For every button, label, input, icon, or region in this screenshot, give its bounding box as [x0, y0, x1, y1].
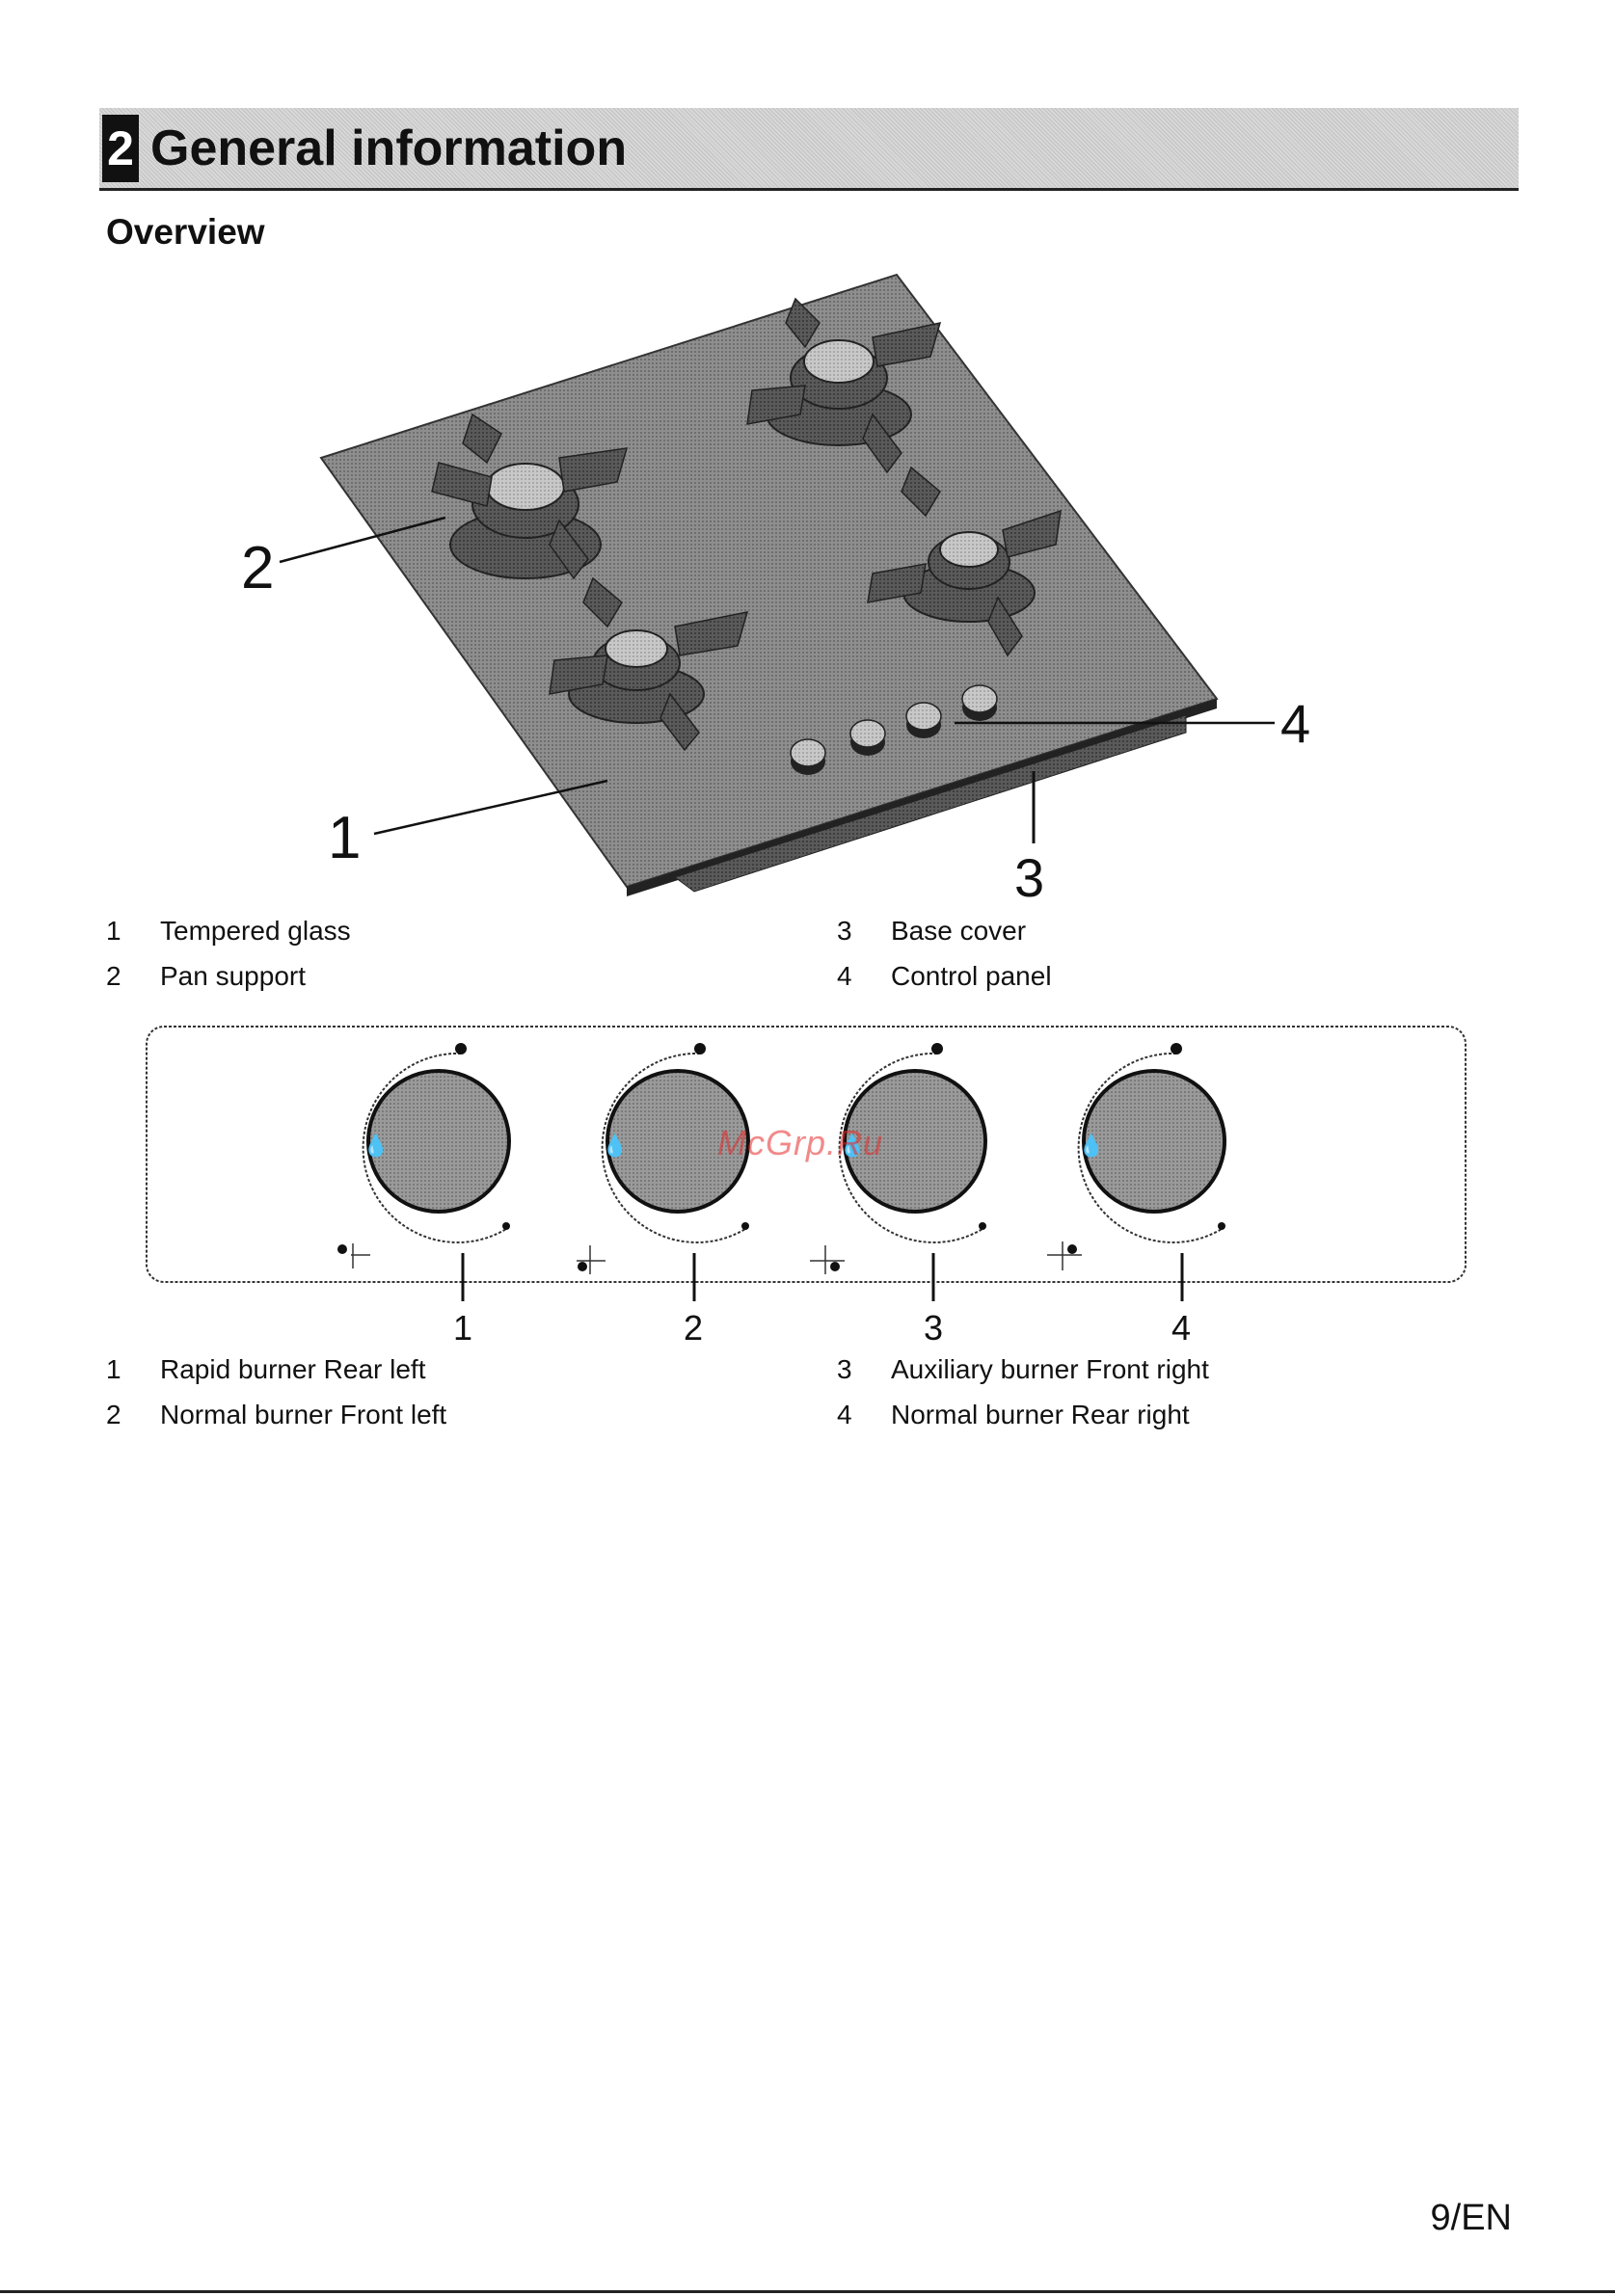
legend-number: 4	[837, 1398, 875, 1432]
control-knob-4: 💧	[1047, 1043, 1225, 1270]
legend-text: Normal burner Front left	[160, 1398, 446, 1432]
legend-text: Auxiliary burner Front right	[891, 1352, 1209, 1387]
knob-callout-2: 2	[684, 1308, 703, 1348]
legend-text: Rapid burner Rear left	[160, 1352, 425, 1387]
legend-number: 1	[106, 1352, 145, 1387]
svg-text:💧: 💧	[363, 1134, 389, 1159]
page-number: 9/EN	[1431, 2194, 1512, 2242]
legend-number: 2	[106, 1398, 145, 1432]
svg-text:💧: 💧	[1078, 1134, 1104, 1159]
legend-number: 3	[837, 1352, 875, 1387]
watermark: McGrp.Ru	[717, 1123, 883, 1163]
svg-text:💧: 💧	[602, 1134, 628, 1159]
knob-callout-4: 4	[1171, 1308, 1191, 1348]
bottom-rule	[0, 2290, 1615, 2293]
control-knob-1: 💧	[337, 1043, 510, 1268]
legend-text: Normal burner Rear right	[891, 1398, 1190, 1432]
knob-callout-1: 1	[453, 1308, 472, 1348]
knob-callout-3: 3	[924, 1308, 943, 1348]
